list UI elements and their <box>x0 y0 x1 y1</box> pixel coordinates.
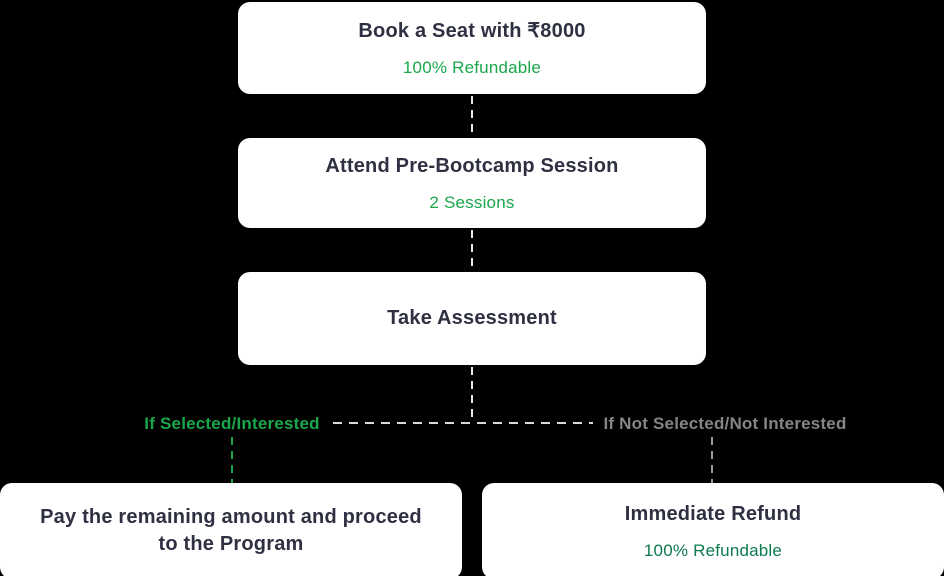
step-assessment-title: Take Assessment <box>387 307 557 329</box>
outcome-card-immediate-refund: Immediate Refund 100% Refundable <box>482 483 944 576</box>
connector-step2-step3 <box>471 230 473 272</box>
outcome-immediate-refund-title: Immediate Refund <box>624 503 802 525</box>
branch-label-not-selected: If Not Selected/Not Interested <box>603 414 847 433</box>
step-card-pre-bootcamp: Attend Pre-Bootcamp Session 2 Sessions <box>238 138 706 228</box>
connector-step3-branch <box>471 367 473 423</box>
branch-horizontal-line <box>333 422 593 424</box>
outcome-card-pay-remaining: Pay the remaining amount and proceed to … <box>0 483 462 576</box>
connector-not-selected-outcome <box>711 437 713 483</box>
outcome-pay-remaining-title: Pay the remaining amount and proceed to … <box>40 506 422 555</box>
step-pre-bootcamp-subtitle: 2 Sessions <box>429 193 515 212</box>
branch-label-selected: If Selected/Interested <box>144 414 320 433</box>
step-card-assessment: Take Assessment <box>238 272 706 365</box>
step-book-seat-title: Book a Seat with ₹8000 <box>358 20 586 42</box>
connector-selected-outcome <box>231 437 233 483</box>
step-book-seat-subtitle: 100% Refundable <box>402 58 542 77</box>
connector-step1-step2 <box>471 96 473 138</box>
step-pre-bootcamp-title: Attend Pre-Bootcamp Session <box>325 155 619 177</box>
step-card-book-seat: Book a Seat with ₹8000 100% Refundable <box>238 2 706 94</box>
outcome-immediate-refund-subtitle: 100% Refundable <box>643 541 783 560</box>
